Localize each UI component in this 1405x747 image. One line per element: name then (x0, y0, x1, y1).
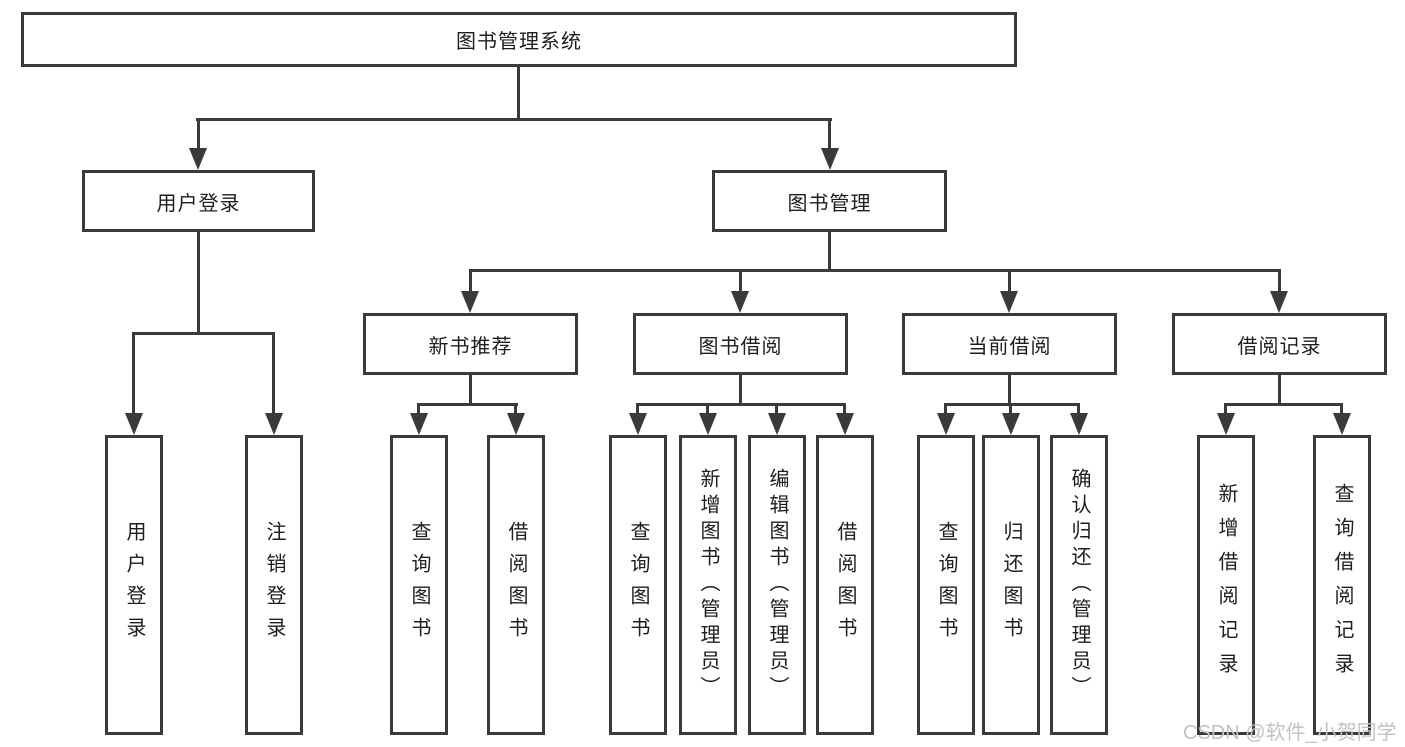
node-label: 图书管理 (787, 192, 872, 215)
arrowhead-down-icon (1070, 413, 1088, 435)
arrowhead-down-icon (189, 148, 207, 170)
node-query-books-current: 查询图书 (917, 435, 975, 735)
node-borrow-books-recommend: 借阅图书 (487, 435, 545, 735)
node-borrow-books-borrowing: 借阅图书 (816, 435, 874, 735)
node-label: 注销登录 (263, 521, 285, 649)
arrowhead-down-icon (937, 413, 955, 435)
node-library-management-system: 图书管理系统 (21, 12, 1017, 67)
connector-drop (1224, 403, 1227, 414)
connector-drop (739, 269, 742, 293)
node-label: 借阅图书 (505, 521, 527, 649)
connector-drop (132, 332, 135, 415)
node-label: 新增借阅记录 (1215, 483, 1237, 687)
csdn-watermark: CSDN @软件_小贺同学 (1183, 722, 1397, 744)
connector-drop (1077, 403, 1080, 414)
connector-drop (1278, 269, 1281, 293)
node-book-management: 图书管理 (712, 170, 947, 232)
node-user-login: 用户登录 (82, 170, 315, 232)
node-label: 编辑图书（管理员） (766, 468, 788, 702)
node-label: 新书推荐 (428, 335, 513, 358)
arrowhead-down-icon (699, 413, 717, 435)
node-label: 借阅记录 (1237, 335, 1322, 358)
arrowhead-down-icon (1270, 291, 1288, 313)
node-label: 确认归还（管理员） (1068, 468, 1090, 702)
arrowhead-down-icon (1002, 413, 1020, 435)
node-logout-login: 注销登录 (245, 435, 303, 735)
connector-book-borrow-branch (637, 403, 846, 406)
node-confirm-return-admin: 确认归还（管理员） (1050, 435, 1108, 735)
arrowhead-down-icon (731, 291, 749, 313)
arrowhead-down-icon (836, 413, 854, 435)
connector-user-login-stem (197, 232, 200, 335)
connector-root-stem (517, 67, 520, 121)
node-label: 用户登录 (156, 192, 241, 215)
node-user-login-leaf: 用户登录 (105, 435, 163, 735)
arrowhead-down-icon (461, 291, 479, 313)
connector-new-book-branch (418, 403, 518, 406)
arrowhead-down-icon (265, 413, 283, 435)
node-label: 当前借阅 (967, 335, 1052, 358)
arrowhead-down-icon (125, 413, 143, 435)
connector-drop (775, 403, 778, 414)
node-label: 借阅图书 (834, 521, 856, 649)
arrowhead-down-icon (410, 413, 428, 435)
node-label: 图书管理系统 (456, 31, 582, 53)
connector-drop (828, 118, 831, 150)
node-label: 查询借阅记录 (1331, 483, 1353, 687)
node-label: 查询图书 (408, 521, 430, 649)
node-borrowing-records: 借阅记录 (1172, 313, 1387, 375)
arrowhead-down-icon (768, 413, 786, 435)
connector-book-borrow-stem (739, 375, 742, 405)
connector-drop (1008, 269, 1011, 293)
connector-drop (843, 403, 846, 414)
connector-book-mgmt-branch (469, 269, 1281, 272)
connector-drop (272, 332, 275, 415)
connector-user-login-branch (133, 332, 275, 335)
connector-drop (1340, 403, 1343, 414)
connector-drop (1009, 403, 1012, 414)
node-book-borrowing: 图书借阅 (633, 313, 848, 375)
connector-current-borrow-branch (945, 403, 1080, 406)
connector-borrow-records-stem (1278, 375, 1281, 405)
connector-drop (944, 403, 947, 414)
connector-root-branch (196, 118, 832, 121)
node-new-book-recommendation: 新书推荐 (363, 313, 578, 375)
node-label: 图书借阅 (698, 335, 783, 358)
connector-drop (706, 403, 709, 414)
node-return-books: 归还图书 (982, 435, 1040, 735)
connector-drop (197, 118, 200, 150)
arrowhead-down-icon (1333, 413, 1351, 435)
connector-drop (469, 269, 472, 293)
node-label: 查询图书 (627, 521, 649, 649)
node-query-books-borrowing: 查询图书 (609, 435, 667, 735)
connector-drop (636, 403, 639, 414)
connector-current-borrow-stem (1008, 375, 1011, 405)
connector-new-book-stem (469, 375, 472, 405)
node-query-borrow-record: 查询借阅记录 (1313, 435, 1371, 735)
node-label: 归还图书 (1000, 521, 1022, 649)
arrowhead-down-icon (821, 148, 839, 170)
arrowhead-down-icon (629, 413, 647, 435)
connector-drop (514, 403, 517, 414)
connector-borrow-records-branch (1225, 403, 1343, 406)
node-query-books-recommend: 查询图书 (390, 435, 448, 735)
connector-book-mgmt-stem (828, 232, 831, 272)
arrowhead-down-icon (1217, 413, 1235, 435)
node-add-borrow-record: 新增借阅记录 (1197, 435, 1255, 735)
node-edit-books-admin: 编辑图书（管理员） (748, 435, 806, 735)
node-add-books-admin: 新增图书（管理员） (679, 435, 737, 735)
arrowhead-down-icon (1000, 291, 1018, 313)
node-label: 新增图书（管理员） (697, 468, 719, 702)
node-current-borrowing: 当前借阅 (902, 313, 1117, 375)
node-label: 用户登录 (123, 521, 145, 649)
connector-drop (417, 403, 420, 414)
node-label: 查询图书 (935, 521, 957, 649)
arrowhead-down-icon (507, 413, 525, 435)
